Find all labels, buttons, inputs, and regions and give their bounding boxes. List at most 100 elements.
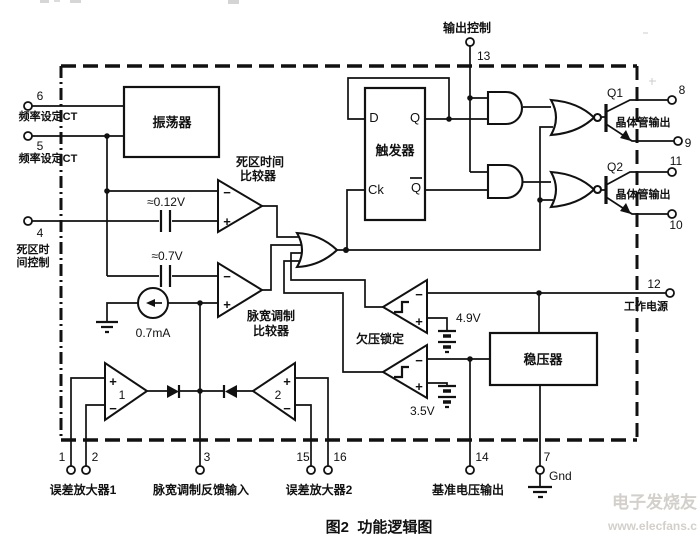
ea1-number: 1 (119, 388, 126, 402)
nor1-bubble (592, 112, 603, 123)
oscillator-label: 振荡器 (152, 115, 192, 130)
plus-sign: + (109, 374, 117, 389)
watermark: 电子发烧友 www.elecfans.com (607, 492, 697, 533)
pin10-terminal (667, 209, 677, 219)
wire-uvlo-references (427, 317, 490, 466)
battery-35v-icon (438, 384, 456, 409)
ground-icon (96, 320, 118, 334)
pin15-terminal (306, 465, 316, 475)
top-crop-remnants (40, 0, 239, 4)
wire-and-nor (523, 106, 606, 191)
vref-pin-label: 基准电压输出 (431, 482, 504, 497)
error-amplifier-1: + − 1 (104, 361, 149, 422)
pin8-number: 8 (679, 83, 686, 97)
wire-comparator-outputs (262, 205, 301, 291)
plus-sign: + (415, 314, 423, 329)
plus-sign: + (283, 374, 291, 389)
minus-sign: − (415, 287, 423, 302)
pin1-terminal (66, 465, 76, 475)
ea2-number: 2 (275, 388, 282, 402)
offset-capacitors (159, 210, 172, 287)
uvlo-comparators: − + − + 欠压锁定 4.9V 3.5V (356, 278, 481, 418)
capacitor-07v (159, 265, 172, 287)
nor-gate-2 (549, 170, 596, 209)
and-gate-1 (486, 90, 524, 126)
minus-sign: − (109, 401, 117, 416)
hysteresis-icon (394, 365, 409, 379)
pin16-number: 16 (333, 450, 347, 464)
battery-49v-icon (438, 329, 456, 354)
pin14-number: 14 (475, 450, 489, 464)
hysteresis-icon (394, 300, 409, 314)
pin10-number: 10 (669, 218, 683, 232)
figure-caption: 图2 功能逻辑图 (326, 518, 433, 536)
and-gates (486, 90, 524, 200)
nor-gate-1 (549, 98, 596, 137)
transistor-q2: Q2 晶体管输出 (604, 160, 671, 214)
capacitor-012v (159, 210, 172, 232)
and-gate-2 (486, 163, 524, 200)
uvlo-comparator-2 (381, 343, 428, 400)
uvlo-label: 欠压锁定 (356, 331, 404, 346)
pin5-number: 5 (37, 139, 44, 153)
pin3-number: 3 (204, 450, 211, 464)
pin15-number: 15 (296, 450, 310, 464)
ea1-pin-label: 误差放大器1 (50, 482, 117, 497)
minus-sign: − (223, 269, 231, 284)
pin9-terminal (673, 136, 683, 146)
wire-flipflop (347, 77, 488, 191)
pin4-label: 死区时 (17, 242, 50, 256)
pin13-number: 13 (477, 49, 491, 63)
wire-current-source (106, 302, 218, 321)
pin14-terminal (465, 465, 475, 475)
error-amplifier-2: + − 2 (251, 361, 296, 422)
pin13-terminal (465, 37, 475, 47)
junction-dots (104, 95, 543, 394)
nor2-bubble (592, 184, 603, 195)
wire-pin13-output-control (469, 46, 488, 173)
pin16-terminal (323, 465, 333, 475)
deadtime-comparator-label: 比较器 (240, 168, 277, 183)
pin5-label: 频率设定CT (19, 151, 78, 165)
uvlo-comparator-1 (381, 278, 428, 335)
pin7-terminal (535, 465, 545, 475)
pin13-label: 输出控制 (443, 20, 491, 35)
reference-batteries (438, 329, 456, 409)
wire-q1-collector-emitter (605, 99, 674, 142)
q1-label: Q1 (607, 86, 623, 100)
pin12-terminal (665, 288, 675, 298)
deadtime-comparator: − + 死区时间 比较器 ≈0.12V (147, 154, 284, 234)
current-source-value: 0.7mA (136, 326, 171, 340)
ic-dashed-border (59, 64, 639, 442)
regulator-block: 稳压器 (488, 331, 599, 387)
offset-012v-value: ≈0.12V (147, 195, 185, 209)
plus-sign: + (415, 379, 423, 394)
pin4-terminal (23, 216, 33, 226)
pwm-comparator-label: 比较器 (253, 323, 290, 338)
oscillator-block: 振荡器 (122, 85, 221, 159)
flipflop-d-label: D (369, 110, 378, 125)
minus-sign: − (283, 401, 291, 416)
plus-sign: + (223, 297, 231, 312)
pin5-terminal (23, 131, 33, 141)
pin11-terminal (667, 167, 677, 177)
pin-annotations: 6 频率设定CT 5 频率设定CT 4 死区时 间控制 输出控制 13 8 9 … (17, 20, 692, 497)
watermark-brand: 电子发烧友 (612, 492, 697, 512)
wire-q2-collector-emitter (605, 171, 668, 215)
speck-marks (643, 32, 656, 85)
diode-icon (167, 385, 179, 398)
wires (32, 46, 674, 486)
q2-label: Q2 (607, 160, 623, 174)
flipflop-q-label: Q (410, 110, 420, 125)
pwm-feedback-pin-label: 脉宽调制反馈输入 (152, 482, 249, 497)
uvlo-ref-high-value: 4.9V (456, 311, 481, 325)
pin2-terminal (81, 465, 91, 475)
wire-ct-pins (32, 105, 218, 277)
pin7-gnd-label: Gnd (549, 469, 572, 483)
pwm-comparator: − + 脉宽调制 比较器 ≈0.7V (151, 249, 295, 338)
pin4-number: 4 (37, 226, 44, 240)
diode-icon (225, 385, 237, 398)
transistor-q1: Q1 晶体管输出 (604, 86, 671, 141)
pin3-terminal (195, 465, 205, 475)
